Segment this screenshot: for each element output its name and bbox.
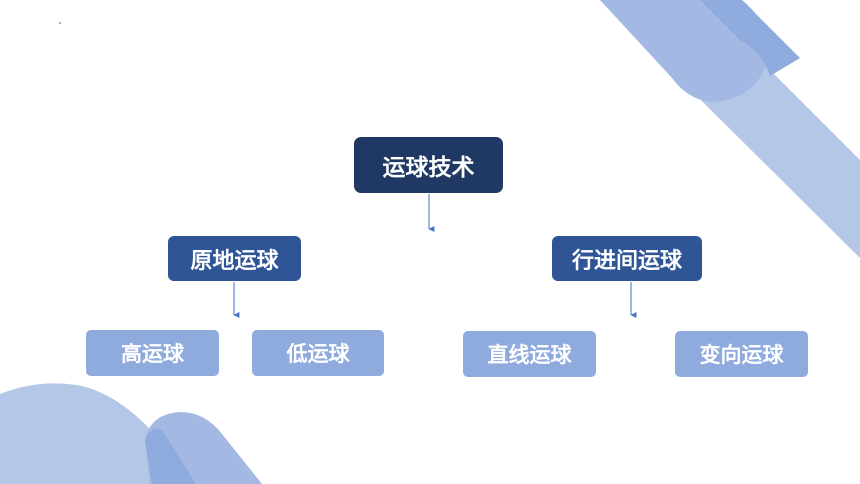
leaf-node-direction-change-dribble: 变向运球 <box>675 331 808 377</box>
leaf-node-high-dribble: 高运球 <box>86 330 219 376</box>
top-right-overlap-band <box>700 0 800 76</box>
root-node: 运球技术 <box>354 137 503 193</box>
branch-node-moving: 行进间运球 <box>552 236 702 281</box>
leaf-node-low-dribble: 低运球 <box>252 330 384 376</box>
leaf-node-straight-dribble: 直线运球 <box>463 331 596 377</box>
bottom-left-overlap <box>145 429 196 484</box>
branch-node-stationary: 原地运球 <box>168 236 301 281</box>
corner-dot <box>59 22 61 24</box>
